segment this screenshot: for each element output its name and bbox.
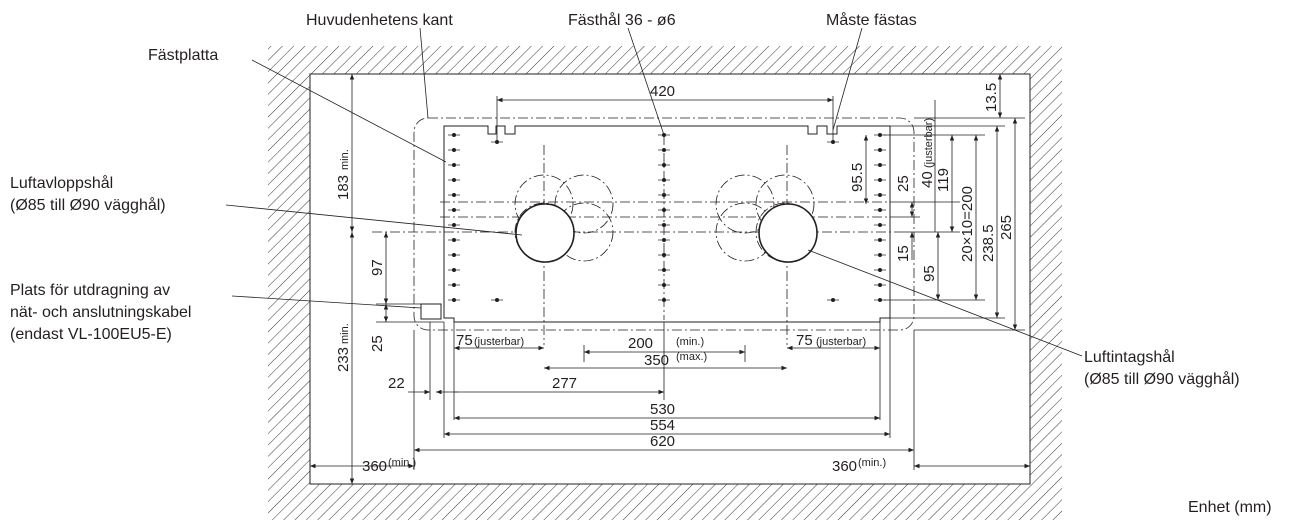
dim-360-left: 360 <box>362 458 387 475</box>
dim-360-right-min: (min.) <box>858 457 886 469</box>
dim-233-min: min. <box>339 323 351 344</box>
label-intake-2: (Ø85 till Ø90 vägghål) <box>1084 370 1240 388</box>
dim-620: 620 <box>650 433 675 450</box>
leader-lines <box>225 27 1083 357</box>
wall-hatching <box>268 46 1062 520</box>
mount-plate-outline <box>443 125 891 323</box>
dim-530: 530 <box>650 401 675 418</box>
dim-265: 265 <box>998 215 1015 240</box>
dim-13-5: 13.5 <box>983 83 1000 112</box>
label-mount-holes: Fästhål 36 - ø6 <box>568 11 676 29</box>
dim-95-5: 95.5 <box>849 163 866 192</box>
dim-40-adj: (justerbar) <box>923 118 935 168</box>
label-cable-1: Plats för utdragning av <box>10 282 170 299</box>
dim-22: 22 <box>388 375 405 392</box>
label-cable-2: nät- och anslutningskabel <box>10 304 191 321</box>
label-unit: Enhet (mm) <box>1188 499 1272 516</box>
dim-233: 233 <box>335 347 352 372</box>
label-cable-3: (endast VL-100EU5-E) <box>10 326 172 343</box>
dim-554: 554 <box>650 417 675 434</box>
dim-277: 277 <box>552 375 577 392</box>
dim-15: 15 <box>895 245 912 262</box>
dim-360-right: 360 <box>832 458 857 475</box>
exhaust-hole-group <box>514 174 614 263</box>
dim-350-max: (max.) <box>676 351 707 363</box>
dim-75-left: 75 <box>456 332 473 349</box>
label-exhaust-2: (Ø85 till Ø90 vägghål) <box>10 196 166 214</box>
dim-75-right: 75 <box>796 332 813 349</box>
dim-360-left-min: (min.) <box>388 457 416 469</box>
label-intake-1: Luftintagshål <box>1084 348 1175 366</box>
dim-420: 420 <box>650 83 675 100</box>
label-must-fix: Måste fästas <box>826 11 917 29</box>
label-exhaust-1: Luftavloppshål <box>10 174 113 192</box>
cable-opening <box>420 303 442 320</box>
dim-200-min: (min.) <box>676 336 704 348</box>
dim-238-5: 238.5 <box>980 224 997 262</box>
horizontal-dimensions <box>310 96 1030 470</box>
dim-40: 40 <box>919 171 936 188</box>
mount-holes <box>448 133 886 302</box>
dim-119: 119 <box>935 168 952 192</box>
intake-hole <box>758 203 818 263</box>
dim-183: 183 <box>335 175 352 200</box>
dim-25-left: 25 <box>369 335 386 352</box>
label-mount-plate: Fästplatta <box>148 47 218 64</box>
dim-350: 350 <box>644 352 669 369</box>
dim-25-right: 25 <box>895 175 912 192</box>
dim-75-left-adj: (justerbar) <box>474 336 524 348</box>
dim-200: 200 <box>628 335 653 352</box>
dim-20x10: 20×10=200 <box>959 186 976 262</box>
vertical-dimensions <box>349 74 1025 484</box>
dim-97: 97 <box>369 259 386 276</box>
dim-183-min: min. <box>339 149 351 170</box>
label-unit-edge: Huvudenhetens kant <box>306 12 453 29</box>
exhaust-hole <box>515 203 575 263</box>
intake-hole-group <box>715 174 818 263</box>
dim-75-right-adj: (justerbar) <box>816 336 866 348</box>
dim-95: 95 <box>921 265 938 282</box>
